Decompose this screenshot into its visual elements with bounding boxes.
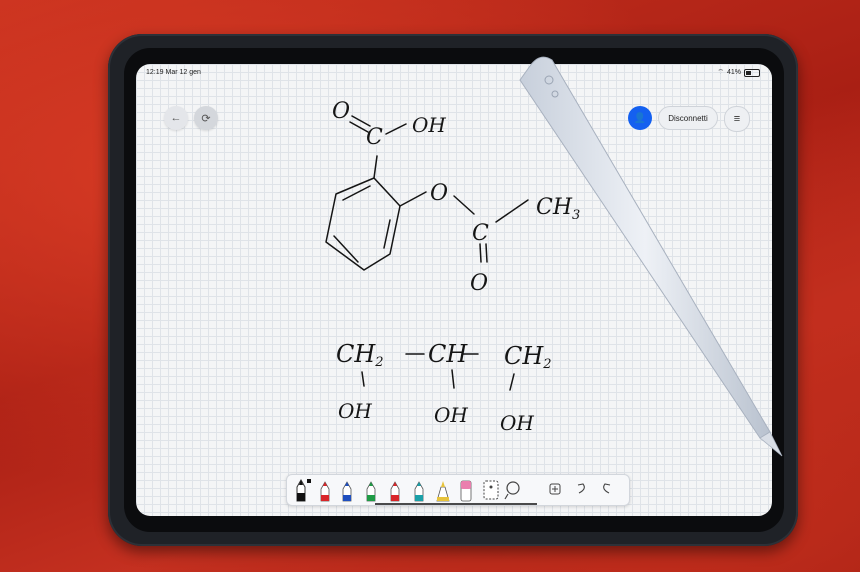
- handwriting-canvas[interactable]: O C OH O C CH3 O CH2 CH CH2 OH OH OH: [136, 64, 772, 516]
- menu-button[interactable]: ≡: [724, 106, 750, 132]
- label-oh-top: OH: [412, 113, 446, 137]
- tablet-screen: 12:19 Mar 12 gen ⌔ 41% ← ⟳ 👤 Disconnetti…: [136, 64, 772, 516]
- label-ch-mid: CH: [428, 340, 468, 368]
- bond-oxygen-carbon: [453, 195, 475, 215]
- oh-bonds: [361, 369, 515, 391]
- shape-search-icon[interactable]: [504, 481, 520, 500]
- label-ch2-left: CH2: [336, 340, 384, 370]
- marker-red-tool[interactable]: [320, 481, 330, 502]
- battery-icon: [744, 68, 760, 77]
- bond-c-o-double: [349, 115, 371, 133]
- label-c-top: C: [366, 125, 383, 150]
- sync-icon: ⟳: [201, 112, 211, 125]
- back-button[interactable]: ←: [164, 106, 188, 130]
- ring-double-bonds: [333, 185, 391, 263]
- disconnect-label: Disconnetti: [668, 113, 708, 123]
- add-icon[interactable]: [549, 483, 561, 495]
- status-bar: 12:19 Mar 12 gen ⌔ 41%: [136, 64, 772, 80]
- redo-icon[interactable]: [603, 483, 611, 494]
- label-o-top: O: [332, 99, 350, 124]
- pen-tool[interactable]: [296, 478, 311, 502]
- label-oh-mid: OH: [434, 403, 468, 427]
- disconnect-button[interactable]: Disconnetti: [658, 106, 718, 130]
- sync-button[interactable]: ⟳: [194, 106, 218, 130]
- pencil-engraving-icon: [544, 75, 554, 85]
- lasso-tool[interactable]: [483, 480, 499, 500]
- bond-c-oh: [385, 123, 407, 135]
- label-ch3: CH3: [536, 195, 580, 223]
- drawing-toolbar: [286, 474, 630, 506]
- eraser-tool[interactable]: [460, 480, 472, 502]
- marker-red-2-tool[interactable]: [390, 481, 400, 502]
- label-oh-right: OH: [500, 411, 534, 435]
- undo-icon[interactable]: [577, 483, 585, 494]
- bond-ring-carboxyl: [373, 155, 378, 179]
- user-button[interactable]: 👤: [628, 106, 652, 130]
- status-time: 12:19 Mar 12 gen: [146, 69, 201, 76]
- toolbar-tools: [296, 478, 611, 505]
- bond-c-ch3: [495, 199, 529, 223]
- menu-icon: ≡: [733, 113, 741, 125]
- back-arrow-icon: ←: [170, 112, 182, 124]
- pencil-body: [519, 56, 771, 439]
- label-o-bottom: O: [470, 271, 488, 296]
- pencil-tip: [759, 431, 783, 457]
- battery-fill: [746, 70, 751, 75]
- marker-teal-tool[interactable]: [414, 481, 424, 502]
- user-icon: 👤: [633, 112, 647, 124]
- label-ch2-right: CH2: [504, 342, 552, 372]
- label-o-ring: O: [430, 181, 448, 206]
- pencil-yellow-tool[interactable]: [436, 481, 450, 502]
- label-c-ester: C: [472, 221, 489, 246]
- pencil-logo-icon: [551, 90, 559, 98]
- marker-green-tool[interactable]: [366, 481, 376, 502]
- bond-c-o-vertical: [479, 243, 488, 263]
- status-indicators: ⌔ 41%: [717, 68, 760, 77]
- label-oh-left: OH: [338, 399, 372, 423]
- wifi-icon: ⌔: [717, 69, 724, 76]
- bond-ring-oxygen: [399, 191, 427, 207]
- marker-blue-tool[interactable]: [342, 481, 352, 502]
- battery-percent: 41%: [726, 69, 741, 76]
